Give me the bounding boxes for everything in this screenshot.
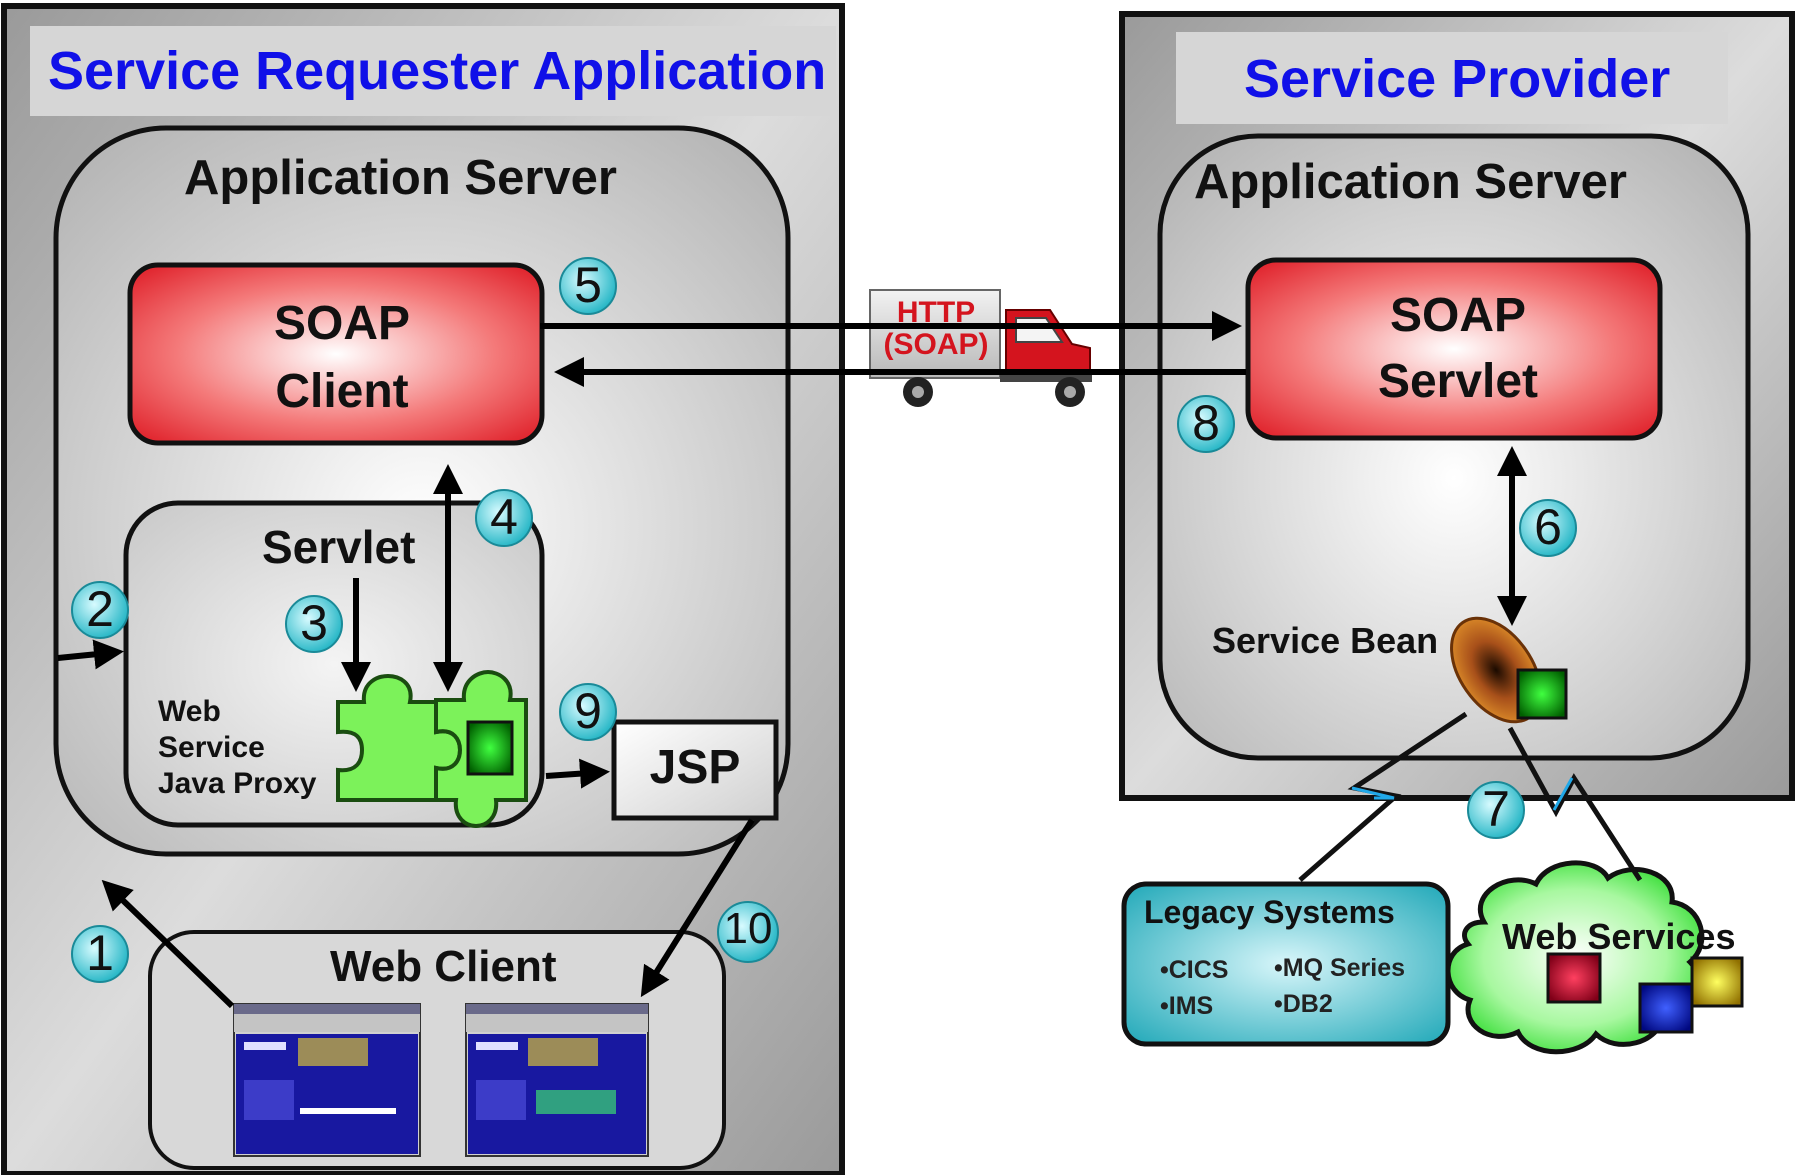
jsp-box	[611, 719, 779, 821]
lightning-connectors	[1298, 711, 1643, 882]
arrows	[57, 311, 1527, 1009]
badge-5	[559, 257, 617, 315]
provider-app-server-label: Application Server	[1194, 155, 1627, 209]
badge-8	[1177, 395, 1235, 453]
soap-servlet-label-1: SOAP	[1389, 289, 1527, 342]
step-1-label: 1	[86, 925, 114, 981]
badge-1	[71, 925, 129, 983]
arrow-step2	[57, 639, 124, 670]
legacy-item-db2: •DB2	[1274, 990, 1333, 1018]
truck-icon	[869, 289, 1092, 407]
step-10-label: 10	[723, 904, 773, 953]
servlet-label: Servlet	[262, 521, 416, 573]
step-9-label: 9	[574, 683, 602, 739]
badge-9	[559, 683, 617, 741]
service-bean-icon	[1450, 616, 1568, 724]
soap-client-label-1: SOAP	[273, 297, 411, 350]
arrow-step1	[101, 879, 235, 1009]
proxy-label-1: Web	[158, 695, 221, 728]
step-badges	[71, 257, 1577, 983]
requester-title: Service Requester Application	[48, 41, 827, 101]
jsp-label: JSP	[649, 741, 741, 794]
proxy-label-2: Service	[158, 731, 265, 764]
step-6-label: 6	[1534, 499, 1562, 555]
yellow-service-icon	[1690, 956, 1744, 1008]
browser-screenshot-1	[233, 1003, 421, 1157]
legacy-title: Legacy Systems	[1144, 894, 1395, 930]
legacy-item-cics: •CICS	[1160, 956, 1229, 984]
step-7-label: 7	[1482, 781, 1510, 837]
requester-app-server-label: Application Server	[184, 151, 617, 205]
red-service-icon	[1546, 952, 1602, 1004]
step-5-label: 5	[574, 257, 602, 313]
soap-client-label-2: Client	[275, 365, 409, 418]
arrow-step9	[545, 758, 610, 789]
proxy-label-3: Java Proxy	[158, 767, 317, 800]
step-2-label: 2	[86, 581, 114, 637]
legacy-item-mq: •MQ Series	[1274, 954, 1406, 982]
legacy-item-ims: •IMS	[1160, 992, 1214, 1020]
badge-2	[71, 581, 129, 639]
web-client-label: Web Client	[330, 942, 557, 991]
arrow-step10	[640, 818, 755, 998]
truck-label-1: HTTP	[896, 296, 976, 329]
soap-client-box	[127, 262, 545, 446]
soap-servlet-box	[1245, 257, 1663, 441]
step-8-label: 8	[1192, 395, 1220, 451]
badge-10	[717, 901, 779, 963]
blue-service-icon	[1638, 982, 1694, 1034]
web-services-cloud	[1445, 860, 1744, 1055]
badge-6	[1519, 499, 1577, 557]
service-bean-label: Service Bean	[1212, 620, 1439, 661]
provider-title: Service Provider	[1244, 49, 1671, 109]
badge-4	[475, 489, 533, 547]
badge-7	[1467, 781, 1525, 839]
soap-servlet-label-2: Servlet	[1377, 355, 1539, 408]
web-services-label: Web Services	[1502, 916, 1736, 957]
truck-label-2: (SOAP)	[883, 328, 989, 361]
proxy-puzzle-icon	[336, 669, 528, 829]
browser-screenshot-2	[465, 1003, 649, 1157]
step-3-label: 3	[300, 595, 328, 651]
badge-3	[285, 595, 343, 653]
step-4-label: 4	[490, 489, 518, 545]
provider-title-bar	[1176, 32, 1728, 124]
requester-title-bar	[30, 26, 836, 116]
